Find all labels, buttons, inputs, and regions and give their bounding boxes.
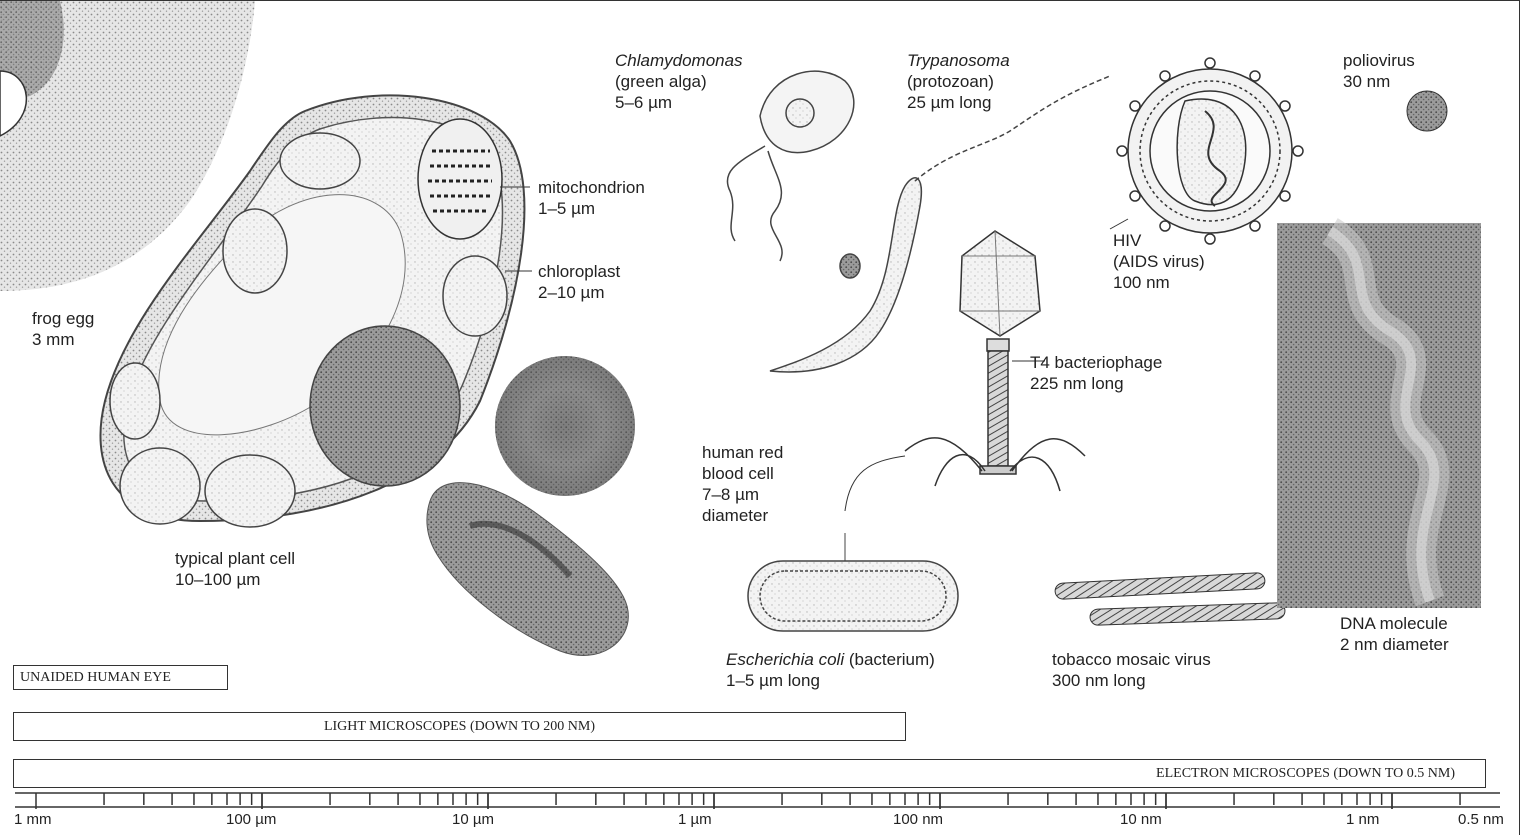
dna-micrograph	[1277, 223, 1481, 608]
t4-size: 225 nm long	[1030, 373, 1162, 394]
hiv-desc: (AIDS virus)	[1113, 251, 1205, 272]
poliovirus-name: poliovirus	[1343, 50, 1415, 71]
hiv-illustration	[1117, 58, 1303, 244]
label-ecoli: Escherichia coli (bacterium) 1–5 µm long	[726, 649, 935, 691]
rbc-line4: diameter	[702, 505, 783, 526]
ecoli-suffix: (bacterium)	[844, 650, 935, 669]
label-t4: T4 bacteriophage 225 nm long	[1030, 352, 1162, 394]
chloroplast-name: chloroplast	[538, 261, 620, 282]
scale-label-1mm: 1 mm	[14, 811, 52, 828]
label-chloroplast: chloroplast 2–10 µm	[538, 261, 620, 303]
scale-label-100um: 100 µm	[226, 811, 276, 828]
label-frog-egg: frog egg 3 mm	[32, 308, 94, 350]
scale-label-10um: 10 µm	[452, 811, 494, 828]
plant-cell-name: typical plant cell	[175, 548, 295, 569]
rbc-line1: human red	[702, 442, 783, 463]
scale-label-10nm: 10 nm	[1120, 811, 1162, 828]
tmv-name: tobacco mosaic virus	[1052, 649, 1211, 670]
t4-name: T4 bacteriophage	[1030, 352, 1162, 373]
ecoli-name: Escherichia coli	[726, 650, 844, 669]
label-rbc: human red blood cell 7–8 µm diameter	[702, 442, 783, 526]
label-dna: DNA molecule 2 nm diameter	[1340, 613, 1449, 655]
range-unaided-eye-label: UNAIDED HUMAN EYE	[20, 670, 171, 686]
label-trypanosoma: Trypanosoma (protozoan) 25 µm long	[907, 50, 1010, 113]
poliovirus-size: 30 nm	[1343, 71, 1415, 92]
scale-label-1nm: 1 nm	[1346, 811, 1379, 828]
label-tmv: tobacco mosaic virus 300 nm long	[1052, 649, 1211, 691]
range-light-microscopes: LIGHT MICROSCOPES (DOWN TO 200 NM)	[13, 712, 906, 741]
chlamydomonas-illustration	[727, 71, 853, 261]
poliovirus-illustration	[1407, 91, 1447, 131]
trypanosoma-name: Trypanosoma	[907, 51, 1010, 70]
label-chlamydomonas: Chlamydomonas (green alga) 5–6 µm	[615, 50, 743, 113]
label-hiv: HIV (AIDS virus) 100 nm	[1113, 230, 1205, 293]
dna-size: 2 nm diameter	[1340, 634, 1449, 655]
scale-label-1um: 1 µm	[678, 811, 712, 828]
tmv-size: 300 nm long	[1052, 670, 1211, 691]
range-electron-microscopes: ELECTRON MICROSCOPES (DOWN TO 0.5 NM)	[13, 759, 1486, 788]
rbc-size: 7–8 µm	[702, 484, 783, 505]
frog-egg-size: 3 mm	[32, 329, 94, 350]
mitochondrion-name: mitochondrion	[538, 177, 645, 198]
range-unaided-eye: UNAIDED HUMAN EYE	[13, 665, 228, 690]
scale-ruler	[15, 793, 1500, 809]
trypanosoma-size: 25 µm long	[907, 92, 1010, 113]
hiv-name: HIV	[1113, 230, 1205, 251]
label-plant-cell: typical plant cell 10–100 µm	[175, 548, 295, 590]
hiv-size: 100 nm	[1113, 272, 1205, 293]
ecoli-size: 1–5 µm long	[726, 670, 935, 691]
chlamydomonas-desc: (green alga)	[615, 71, 743, 92]
tmv-illustration	[1055, 573, 1285, 626]
range-light-label: LIGHT MICROSCOPES (DOWN TO 200 NM)	[324, 719, 595, 735]
label-mitochondrion: mitochondrion 1–5 µm	[538, 177, 645, 219]
label-poliovirus: poliovirus 30 nm	[1343, 50, 1415, 92]
scale-label-100nm: 100 nm	[893, 811, 943, 828]
ecoli-illustration	[748, 533, 958, 631]
chlamydomonas-size: 5–6 µm	[615, 92, 743, 113]
plant-cell-size: 10–100 µm	[175, 569, 295, 590]
chloroplast-size: 2–10 µm	[538, 282, 620, 303]
range-electron-label: ELECTRON MICROSCOPES (DOWN TO 0.5 NM)	[1156, 766, 1455, 782]
dna-name: DNA molecule	[1340, 613, 1449, 634]
mitochondrion-size: 1–5 µm	[538, 198, 645, 219]
chlamydomonas-name: Chlamydomonas	[615, 51, 743, 70]
rbc-line2: blood cell	[702, 463, 783, 484]
scale-label-0-5nm: 0.5 nm	[1458, 811, 1504, 828]
trypanosoma-desc: (protozoan)	[907, 71, 1010, 92]
frog-egg-name: frog egg	[32, 308, 94, 329]
